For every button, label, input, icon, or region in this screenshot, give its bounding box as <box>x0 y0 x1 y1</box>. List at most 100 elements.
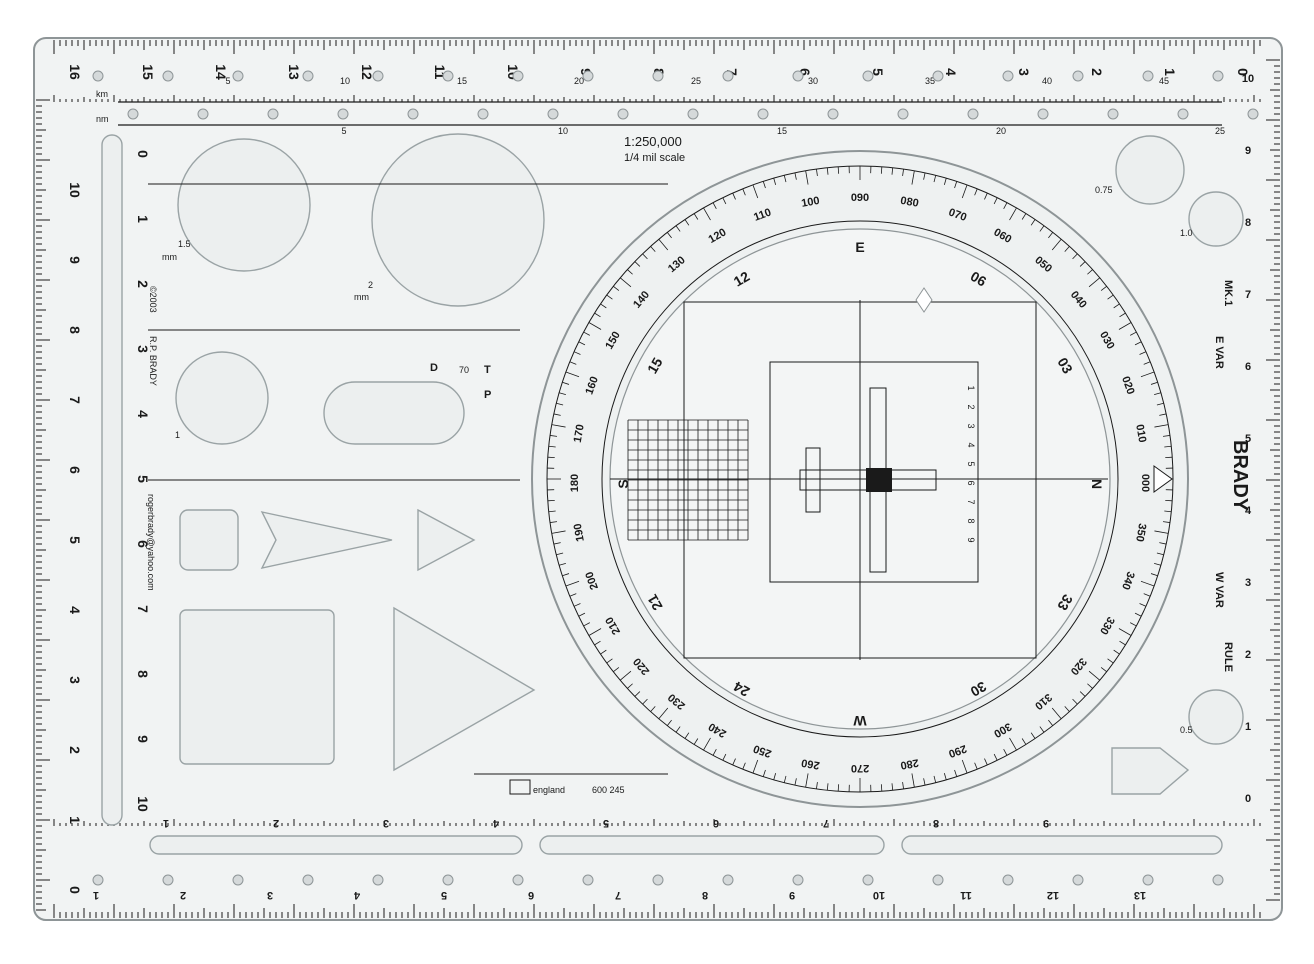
rivet-hole <box>1213 71 1223 81</box>
circle-cutout-075 <box>1116 136 1184 204</box>
rivet-hole <box>968 109 978 119</box>
brand-label: BRADY <box>1229 440 1251 512</box>
left-slot-cutout <box>102 135 122 825</box>
rivet-hole <box>1248 109 1258 119</box>
copyright-label: ©2003 <box>148 286 158 313</box>
radius-label-large: 2 <box>368 280 373 290</box>
rivet-hole <box>163 71 173 81</box>
left-ruler-label: 2 <box>67 746 83 754</box>
circle-cutout-10 <box>1189 192 1243 246</box>
bottom-ruler-label: 10 <box>873 889 885 901</box>
rivet-hole <box>128 109 138 119</box>
bottom-ruler-label: 7 <box>823 817 829 829</box>
radius-label-05: 0.5 <box>1180 725 1193 735</box>
bottom-ruler-label: 9 <box>1043 817 1049 829</box>
rivet-hole <box>1073 71 1083 81</box>
rivet-hole <box>1143 875 1153 885</box>
rivet-hole <box>513 875 523 885</box>
radius-label-small: 1 <box>175 430 180 440</box>
origin-label: england <box>533 785 565 795</box>
rivet-hole <box>653 71 663 81</box>
rule-label: RULE <box>1222 642 1234 672</box>
bottom-ruler-label: 2 <box>273 817 279 829</box>
rivet-hole <box>688 109 698 119</box>
grid-label: 9 <box>966 537 976 542</box>
left-inner-ruler-label: 8 <box>135 670 151 678</box>
rivet-hole <box>933 71 943 81</box>
grid-label: 4 <box>966 442 976 447</box>
bottom-ruler-label: 4 <box>492 817 499 829</box>
bottom-slot-cutout-right <box>902 836 1222 854</box>
compass-label: S <box>615 479 631 488</box>
bottom-ruler-label: 2 <box>180 889 186 901</box>
rivet-hole <box>758 109 768 119</box>
circle-cutout-large <box>372 134 544 306</box>
bottom-ruler-label: 3 <box>383 817 389 829</box>
bottom-ruler-label: 1 <box>93 889 99 901</box>
grid-label: 5 <box>966 461 976 466</box>
left-ruler-label: 1 <box>67 816 83 824</box>
bottom-ruler-label: 9 <box>789 889 795 901</box>
protractor: 0000100200300400500600700800901001101201… <box>532 151 1188 807</box>
left-ruler-label: 10 <box>67 182 83 198</box>
left-inner-ruler-label: 0 <box>135 150 151 158</box>
rivet-hole <box>268 109 278 119</box>
model-label: MK.1 <box>1222 280 1234 306</box>
left-ruler-label: 9 <box>67 256 83 264</box>
km-ruler-label: 30 <box>808 76 818 86</box>
seventy-label: 70 <box>459 365 469 375</box>
bottom-ruler-label: 6 <box>528 889 534 901</box>
rivet-hole <box>1108 109 1118 119</box>
rivet-hole <box>1213 875 1223 885</box>
right-ruler-label: 10 <box>1242 73 1254 85</box>
bottom-ruler-label: 12 <box>1047 889 1059 901</box>
rivet-hole <box>723 71 733 81</box>
nm-ruler-label: 25 <box>1215 126 1225 136</box>
bottom-ruler-label: 5 <box>603 817 609 829</box>
rivet-hole <box>618 109 628 119</box>
square-cutout-large <box>180 610 334 764</box>
rivet-hole <box>303 875 313 885</box>
compass-label: N <box>1089 479 1105 489</box>
compass-label: E <box>855 239 864 255</box>
left-ruler-label: 6 <box>67 466 83 474</box>
rivet-hole <box>1178 109 1188 119</box>
rivet-hole <box>653 875 663 885</box>
bottom-ruler-label: 8 <box>933 817 939 829</box>
rivet-hole <box>863 71 873 81</box>
km-ruler-label: 40 <box>1042 76 1052 86</box>
left-ruler-label: 0 <box>67 886 83 894</box>
rivet-hole <box>233 71 243 81</box>
rivet-hole <box>1073 875 1083 885</box>
left-ruler-label: 5 <box>67 536 83 544</box>
circle-cutout-05 <box>1189 690 1243 744</box>
rivet-hole <box>303 71 313 81</box>
part-number-label: 600 245 <box>592 785 625 795</box>
e-var-label: E VAR <box>1213 336 1225 369</box>
protractor-degree-label: 270 <box>851 762 869 774</box>
circle-cutout-small <box>176 352 268 444</box>
right-ruler-label: 0 <box>1245 793 1251 805</box>
nm-ruler-label: 15 <box>777 126 787 136</box>
km-ruler-label: 25 <box>691 76 701 86</box>
rivet-hole <box>828 109 838 119</box>
rivet-hole <box>583 71 593 81</box>
t-label: T <box>484 364 491 376</box>
left-ruler-label: 8 <box>67 326 83 334</box>
right-ruler-label: 8 <box>1245 217 1251 229</box>
km-ruler-label: 15 <box>457 76 467 86</box>
top-ruler-label: 16 <box>67 64 83 80</box>
km-ruler-label: 45 <box>1159 76 1169 86</box>
right-ruler-label: 3 <box>1245 577 1251 589</box>
nm-unit-label: nm <box>96 114 109 124</box>
radius-label-10: 1.0 <box>1180 228 1193 238</box>
top-ruler-label: 13 <box>286 64 302 80</box>
mm-label-1: mm <box>162 252 177 262</box>
bottom-ruler-label: 3 <box>267 889 273 901</box>
rivet-hole <box>408 109 418 119</box>
email-label: rogerbrady@yahoo.com <box>146 494 156 591</box>
bottom-ruler-label: 6 <box>713 817 719 829</box>
radius-label-075: 0.75 <box>1095 185 1113 195</box>
left-ruler-label: 7 <box>67 396 83 404</box>
